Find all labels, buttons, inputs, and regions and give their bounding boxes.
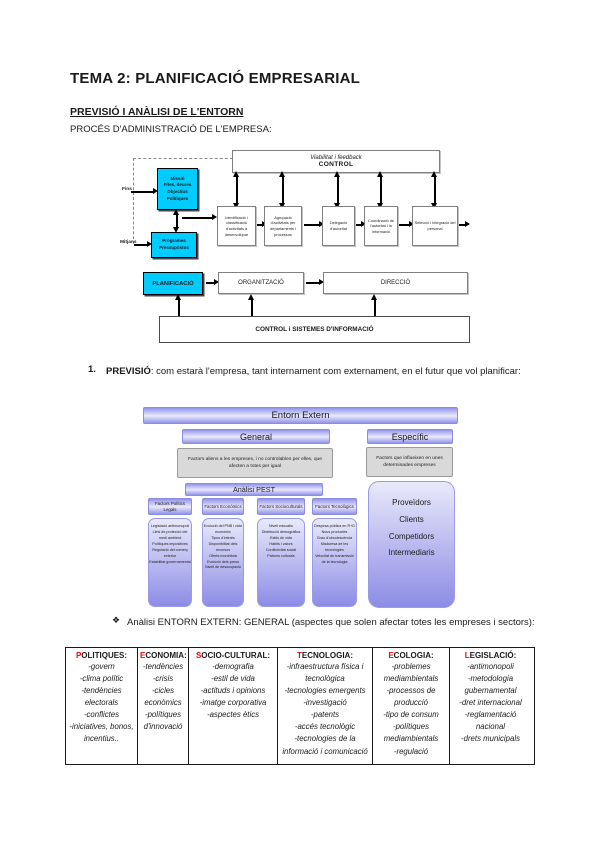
double-arrow: [431, 171, 438, 209]
admin-process-diagram: Viabilitat i feedback CONTROL Fins Missi…: [120, 148, 472, 350]
double-arrow: [173, 209, 180, 233]
analisi-pest-bar: Anàlisi PEST: [185, 483, 323, 496]
arrow-right: [306, 279, 324, 286]
organitzacio-box: ORGANITZACIÓ: [218, 272, 304, 294]
fins-label: Fins: [122, 187, 132, 192]
pest-items-sociocultural: Nivell educatiu Distribució demogràfica …: [257, 518, 305, 607]
programes-pressupostos-box: Programes Pressupostos: [151, 232, 197, 258]
section-heading: PREVISIÓ I ANÀLISI DE L'ENTORN: [70, 106, 244, 118]
process-step-box: Coordinació de l'autoritat i la informac…: [364, 206, 398, 246]
header-rest: EGISLACIÓ:: [469, 651, 517, 660]
missio-objectius-box: Missió Fites, deures Objectius Polítique…: [157, 168, 198, 210]
arrow-right: [134, 241, 152, 248]
table-column-header: ECOLOGIA:: [375, 651, 447, 660]
list-number: 1.: [88, 364, 96, 375]
arrow-right: [399, 221, 414, 228]
table-column-legislacio: LEGISLACIÓ: -antimonopoli -metodologia g…: [450, 648, 531, 764]
pest-header-sociocultural: Factors Socioculturals: [257, 498, 305, 515]
control-sistemes-bar: CONTROL i SISTEMES D'INFORMACIÓ: [159, 316, 470, 343]
pest-header-tecnologics: Factors Tecnològics: [312, 498, 357, 515]
arrow-up: [175, 294, 182, 316]
prevision-term: PREVISIÓ: [106, 366, 151, 377]
arrow-right: [182, 214, 217, 221]
header-rest: COLOGIA:: [393, 651, 434, 660]
section-subheading: PROCÉS D'ADMINISTRACIÓ DE L'EMPRESA:: [70, 124, 272, 135]
process-step-box: Selecció i integració del personal: [412, 206, 458, 246]
double-arrow: [279, 171, 286, 209]
table-column-items: -tendències -crisis -cicles econòmics -p…: [142, 662, 184, 732]
especific-description-box: Factors que influeixen en unes determina…: [366, 447, 453, 477]
header-initial: P: [75, 651, 82, 660]
control-feedback-box: Viabilitat i feedback CONTROL: [232, 150, 440, 173]
arrow-right: [304, 221, 324, 228]
table-column-items: -antimonopoli -metodologia gubernamental…: [459, 662, 522, 744]
arrow-right: [206, 279, 219, 286]
table-column-header: ECONOMIA:: [140, 651, 187, 660]
double-arrow: [334, 171, 341, 209]
bullet-diamond-icon: ❖: [112, 615, 121, 625]
pest-items-tecnologics: Despesa pública en R+D Nous productes Gr…: [312, 518, 357, 607]
header-initial: S: [195, 651, 202, 660]
page-title: TEMA 2: PLANIFICACIÓ EMPRESARIAL: [70, 70, 361, 87]
table-column-ecologia: ECOLOGIA: -problemes mediambientals -pro…: [373, 648, 450, 764]
control-feedback-label: Viabilitat i feedback: [310, 155, 362, 161]
table-column-items: -infraestructura física i tecnològica -t…: [282, 662, 368, 756]
process-step-box: Delegació d'autoritat: [322, 206, 355, 246]
table-column-header: POLITIQUES:: [68, 651, 135, 660]
dashed-connector-horizontal: [133, 158, 233, 159]
pest-header-economics: Factors Econòmics: [202, 498, 244, 515]
table-column-items: -govern -clima polític -tendències elect…: [69, 662, 134, 744]
table-column-items: -demografia -estil de vida -actituds i o…: [199, 662, 267, 720]
table-column-economia: ECONOMIA: -tendències -crisis -cicles ec…: [138, 648, 189, 764]
table-column-items: -problemes mediambientals -processos de …: [383, 662, 439, 756]
general-bar: General: [182, 429, 330, 444]
header-initial: E: [140, 651, 146, 660]
header-rest: OCIO-CULTURAL:: [201, 651, 271, 660]
planificacio-box: PLANIFICACIÓ: [143, 272, 203, 295]
arrow-up: [371, 294, 378, 316]
pestel-table: POLITIQUES: -govern -clima polític -tend…: [65, 647, 535, 765]
control-label: CONTROL: [318, 161, 354, 168]
header-initial: T: [297, 651, 302, 660]
arrow-up: [248, 294, 255, 316]
direccio-box: DIRECCIÓ: [323, 272, 468, 294]
table-column-header: LEGISLACIÓ:: [452, 651, 529, 660]
prevision-paragraph: PREVISIÓ: com estarà l'empresa, tant int…: [106, 364, 538, 381]
table-column-sociocultural: SOCIO-CULTURAL: -demografia -estil de vi…: [189, 648, 278, 764]
arrow-right: [131, 188, 158, 195]
header-rest: ECNOLOGIA:: [301, 651, 353, 660]
header-rest: OLITIQUES:: [81, 651, 128, 660]
especific-agents-box: Proveïdors Clients Competidors Intermedi…: [368, 481, 455, 608]
double-arrow: [233, 171, 240, 209]
header-rest: CONOMIA:: [145, 651, 187, 660]
table-column-header: SOCIO-CULTURAL:: [191, 651, 275, 660]
header-initial: E: [388, 651, 394, 660]
prevision-text: : com estarà l'empresa, tant internament…: [150, 366, 521, 377]
pest-items-politics: Legislació antimonopoli Lleis de protecc…: [148, 518, 192, 607]
entorn-general-bullet-text: Anàlisi ENTORN EXTERN: GENERAL (aspectes…: [127, 617, 535, 628]
entorn-extern-bar: Entorn Extern: [143, 407, 458, 424]
process-step-box: Agrupació d'activitats per departaments …: [264, 206, 302, 246]
dashed-connector-vertical: [133, 158, 134, 244]
entorn-extern-diagram: Entorn Extern General Específic Factors …: [143, 402, 465, 610]
pest-items-economics: Evolució del PNB i cicle econòmic Tipus …: [202, 518, 244, 607]
process-step-box: Identificació i classificació d'activita…: [217, 206, 256, 246]
table-column-politiques: POLITIQUES: -govern -clima polític -tend…: [66, 648, 138, 764]
especific-bar: Específic: [367, 429, 453, 444]
arrow-right: [459, 221, 470, 228]
arrow-right: [356, 221, 366, 228]
mitjans-label: Mitjans: [120, 240, 137, 245]
header-initial: L: [464, 651, 470, 660]
table-column-header: TECNOLOGIA:: [280, 651, 370, 660]
general-description-box: Factors aliens a les empreses, i no cont…: [177, 448, 333, 478]
table-column-tecnologia: TECNOLOGIA: -infraestructura física i te…: [278, 648, 373, 764]
arrow-right: [257, 221, 267, 228]
double-arrow: [377, 171, 384, 209]
pest-header-politics: Factors Polítics Legals: [148, 498, 192, 515]
